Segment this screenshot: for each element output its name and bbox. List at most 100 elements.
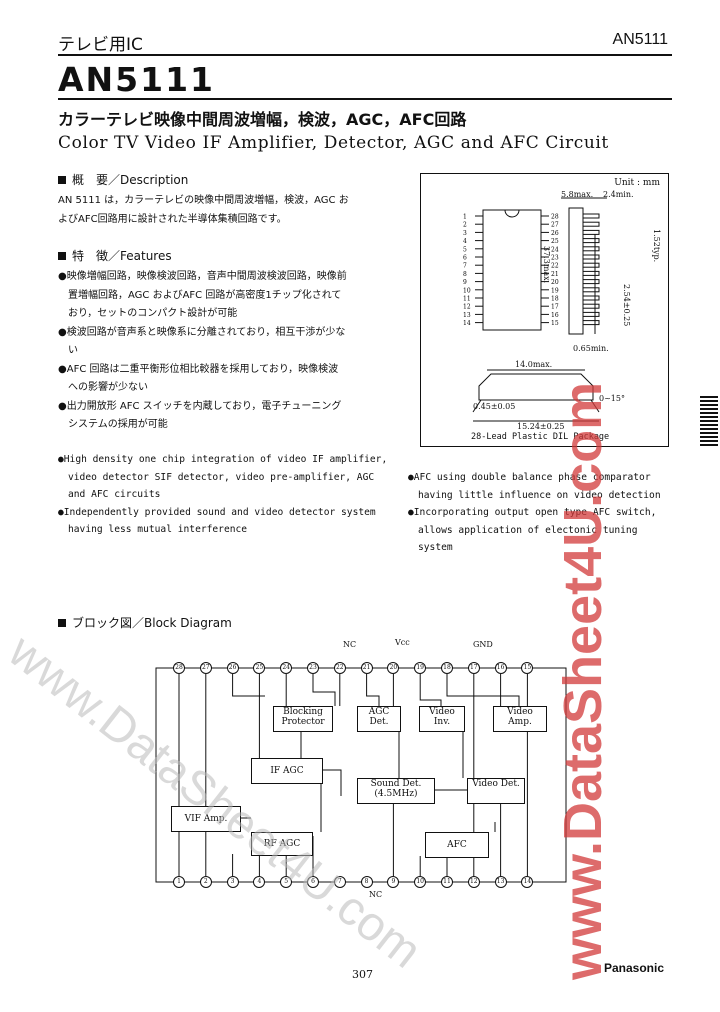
package-side-lead xyxy=(582,287,600,293)
dim-angle: 0~15° xyxy=(599,394,625,403)
features-jp-list: ●映像増幅回路，映像検波回路，音声中間周波検波回路，映像前 置増幅回路，AGC … xyxy=(58,268,393,435)
dim-top2: 2.4min. xyxy=(603,190,634,199)
page-number: 307 xyxy=(352,968,373,981)
package-pin-label: 11 xyxy=(463,296,471,303)
package-side-lead xyxy=(582,311,600,317)
pin-25: 25 xyxy=(253,662,266,674)
pin-2: 2 xyxy=(199,876,212,888)
features-heading: 特 徴／Features xyxy=(58,247,172,264)
section-marker-icon xyxy=(58,176,66,184)
header-part-number: AN5111 xyxy=(612,31,668,48)
dim-lead: 2.54±0.25 xyxy=(622,284,631,327)
pin-5: 5 xyxy=(280,876,293,888)
pin-27: 27 xyxy=(199,662,212,674)
package-pin-label: 1 xyxy=(463,214,467,221)
list-item: ●High density one chip integration of vi… xyxy=(58,454,388,500)
subtitle-en: Color TV Video IF Amplifier, Detector, A… xyxy=(58,133,609,153)
package-pin-label: 12 xyxy=(463,304,471,311)
pin-28: 28 xyxy=(173,662,185,674)
list-item: ●Incorporating output open type AFC swit… xyxy=(408,507,657,553)
title-rule xyxy=(58,98,672,100)
package-pin-label: 15 xyxy=(551,320,559,327)
package-pin-label: 28 xyxy=(551,214,559,221)
package-pin-label: 10 xyxy=(463,287,471,294)
section-marker-icon xyxy=(58,252,66,260)
pin-19: 19 xyxy=(414,662,427,674)
dim-lead-w: 0.45±0.05 xyxy=(473,402,516,411)
pin-23: 23 xyxy=(307,662,319,674)
wire xyxy=(232,674,265,697)
pin-11: 11 xyxy=(441,876,453,888)
pin-6: 6 xyxy=(307,876,319,888)
page-title: AN5111 xyxy=(58,60,216,99)
package-pin-label: 8 xyxy=(463,271,467,278)
pin-10: 10 xyxy=(414,876,427,888)
agc-det-block: AGC Det. xyxy=(357,706,401,732)
package-pin-label: 5 xyxy=(463,246,467,253)
afc-block: AFC xyxy=(425,832,489,858)
pin-14: 14 xyxy=(521,876,534,888)
video-inv-block: Video Inv. xyxy=(419,706,465,732)
package-pin-label: 27 xyxy=(551,222,559,229)
package-pin-label: 4 xyxy=(463,238,467,245)
dim-width: 14.0max. xyxy=(515,360,553,369)
package-pin-label: 7 xyxy=(463,263,467,270)
page-index-marker xyxy=(700,396,718,448)
wire xyxy=(446,674,520,706)
pin-16: 16 xyxy=(494,662,507,674)
pin-12: 12 xyxy=(467,876,480,888)
brand-logo: Panasonic xyxy=(604,961,665,975)
sound-det-block: Sound Det.(4.5MHz) xyxy=(357,778,435,804)
list-item: ●映像増幅回路，映像検波回路，音声中間周波検波回路，映像前 置増幅回路，AGC … xyxy=(58,271,347,319)
pin-20: 20 xyxy=(387,662,400,674)
nc-top-label: NC xyxy=(343,640,357,649)
dim-length: 37.3max. xyxy=(542,246,551,284)
header-rule xyxy=(58,54,672,56)
package-side-lead xyxy=(582,213,600,219)
if-agc-block: IF AGC xyxy=(251,758,323,784)
package-pin-label: 9 xyxy=(463,279,467,286)
dim-row: 15.24±0.25 xyxy=(517,422,565,431)
dim-top: 5.8max. xyxy=(561,190,594,199)
package-side-lead xyxy=(582,303,600,309)
pin-22: 22 xyxy=(333,662,346,674)
package-side-lead xyxy=(582,221,600,227)
list-item: ●Independently provided sound and video … xyxy=(58,506,376,536)
wire xyxy=(312,674,336,706)
list-item: ●AFC using double balance phase comparat… xyxy=(408,472,661,501)
package-side-lead xyxy=(582,320,600,326)
video-det-block: Video Det. xyxy=(467,778,525,804)
pin-9: 9 xyxy=(387,876,400,888)
package-pin-label: 21 xyxy=(551,271,559,278)
pin-26: 26 xyxy=(226,662,239,674)
package-pin-label: 3 xyxy=(463,230,467,237)
pin-17: 17 xyxy=(467,662,480,674)
features-en-right: ●AFC using double balance phase comparat… xyxy=(408,469,673,557)
pin-3: 3 xyxy=(226,876,239,888)
features-en-left: ●High density one chip integration of vi… xyxy=(58,451,398,539)
wire xyxy=(366,674,380,706)
package-pin-label: 2 xyxy=(463,222,467,229)
package-side-lead xyxy=(582,254,600,260)
subtitle-jp: カラーテレビ映像中間周波増幅，検波，AGC，AFC回路 xyxy=(58,110,467,129)
pin-15: 15 xyxy=(521,662,534,674)
header-category: テレビ用IC xyxy=(58,35,143,55)
section-marker-icon xyxy=(58,619,66,627)
description-text: AN 5111 は，カラーテレビの映像中間周波増幅，検波，AGC お よびAFC… xyxy=(58,195,349,225)
watermark-side: www.DataSheet4U.com xyxy=(553,381,613,980)
package-pin-label: 24 xyxy=(551,246,559,253)
package-side-lead xyxy=(582,238,600,244)
package-caption: 28-Lead Plastic DIL Package xyxy=(471,432,610,442)
pin-7: 7 xyxy=(333,876,346,888)
package-side-lead xyxy=(582,246,600,252)
package-pin-label: 26 xyxy=(551,230,559,237)
package-side-lead xyxy=(582,279,600,285)
pin-8: 8 xyxy=(360,876,373,888)
wire xyxy=(321,769,342,796)
description-heading: 概 要／Description xyxy=(58,171,188,188)
unit-label: Unit : mm xyxy=(614,178,660,188)
package-side-lead xyxy=(582,229,600,235)
list-item: ●AFC 回路は二重平衡形位相比較器を採用しており，映像検波 への影響が少ない xyxy=(58,363,339,394)
